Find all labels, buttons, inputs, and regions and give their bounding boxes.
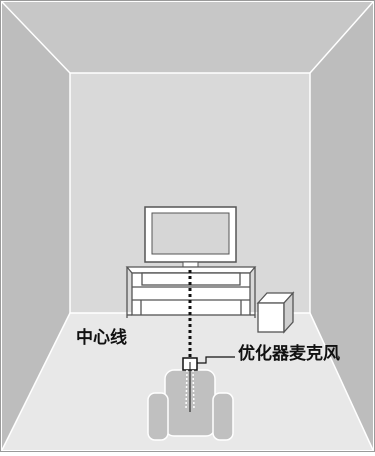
left-wall bbox=[2, 2, 70, 450]
optimizer-mic-label: 优化器麦克风 bbox=[238, 344, 340, 364]
tv-stand-icon bbox=[125, 266, 257, 318]
microphone-icon bbox=[182, 357, 198, 412]
right-wall bbox=[310, 2, 373, 450]
speaker-box-icon bbox=[256, 291, 295, 334]
ceiling bbox=[2, 2, 373, 73]
center-line-label: 中心线 bbox=[76, 328, 127, 348]
tv-icon bbox=[144, 206, 237, 268]
mic-leader-line bbox=[197, 356, 235, 364]
